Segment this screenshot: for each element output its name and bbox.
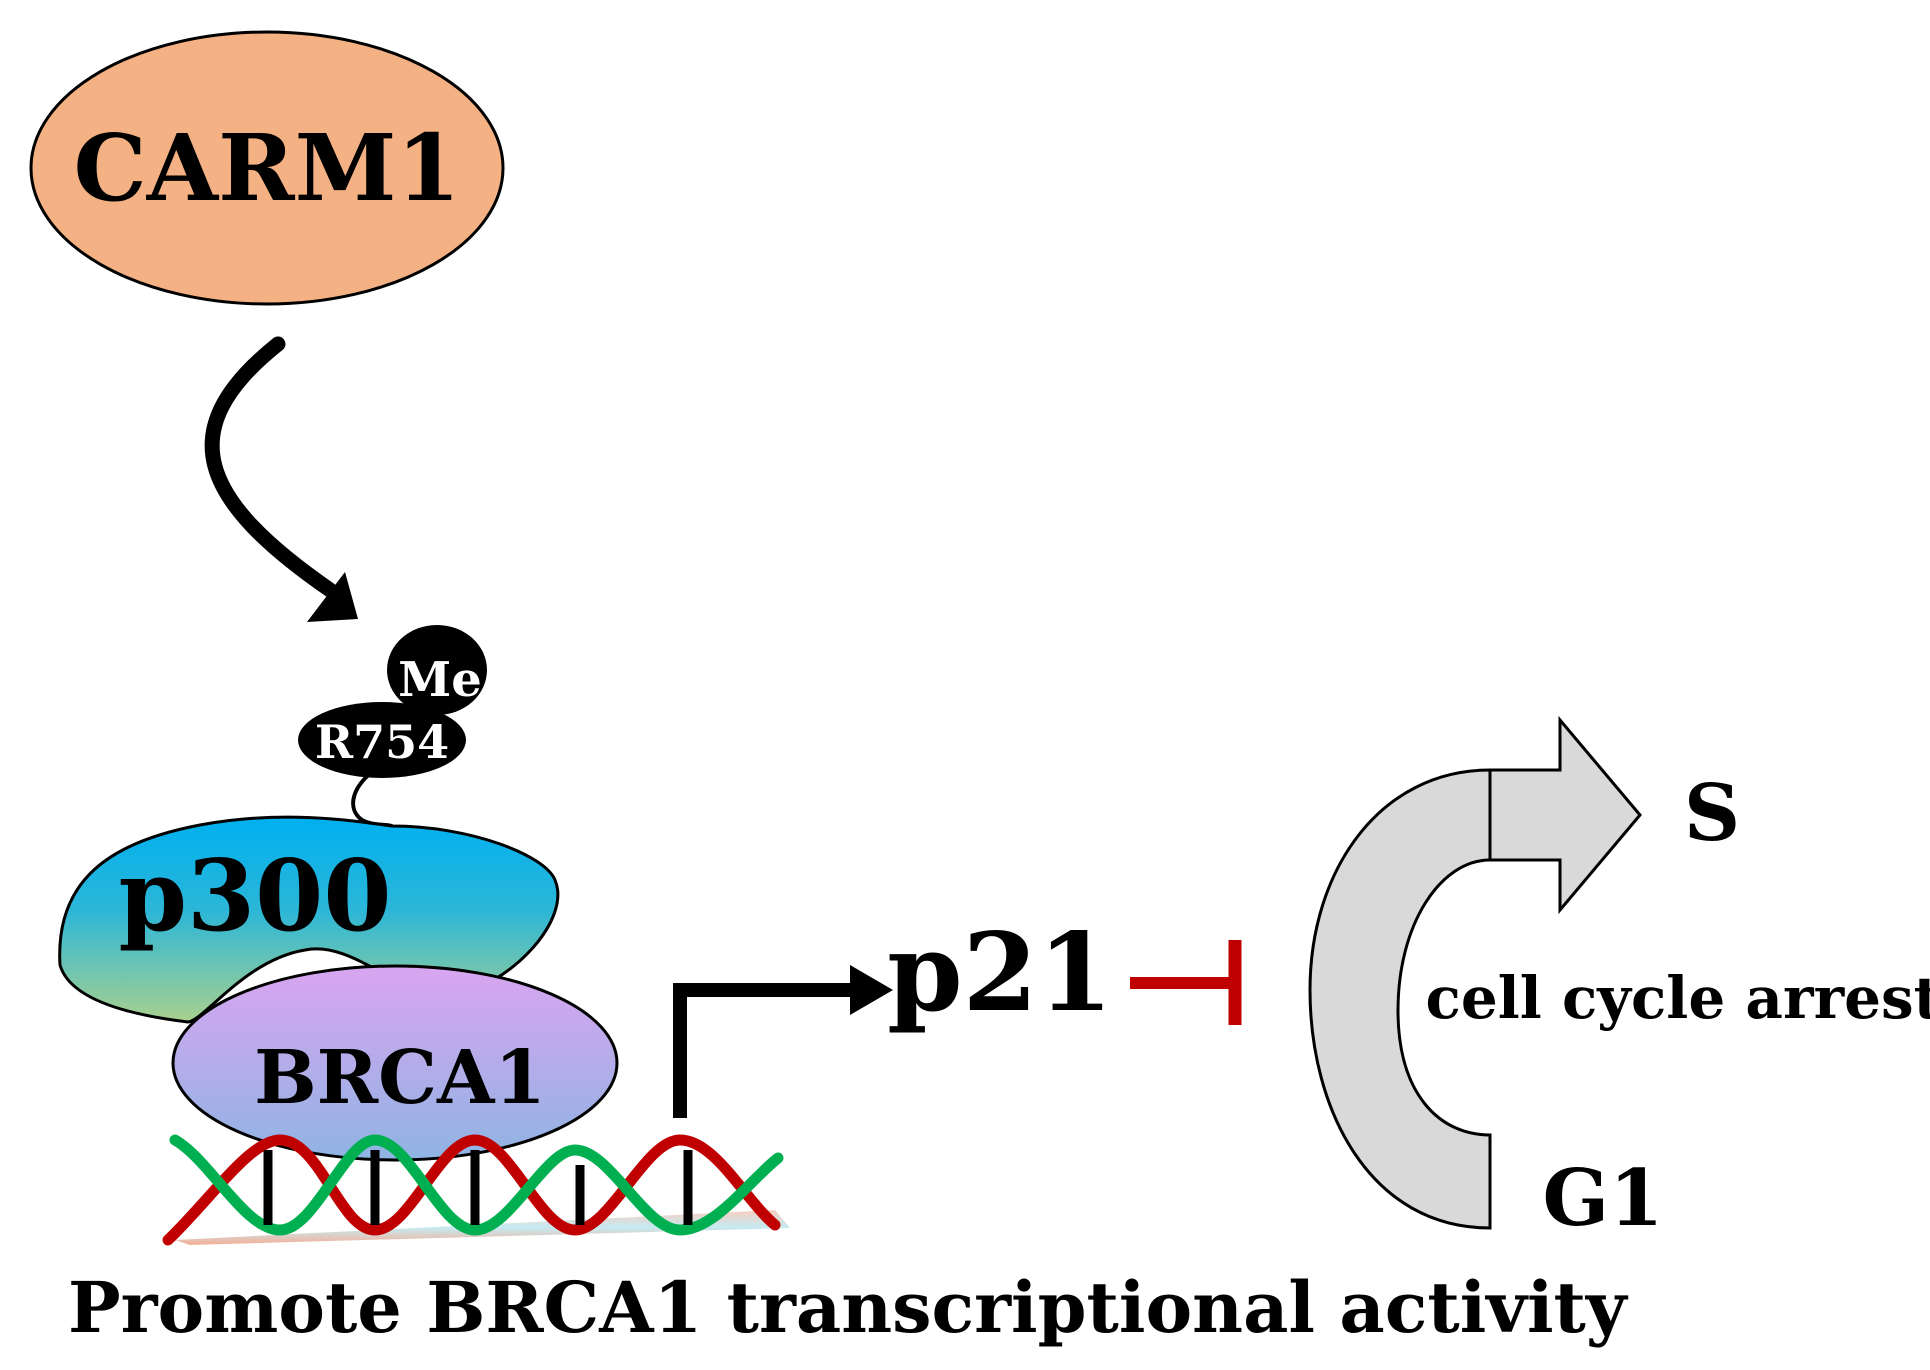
brca1-node bbox=[171, 964, 619, 1162]
g1-phase-label: G1 bbox=[1543, 1153, 1664, 1244]
cell-cycle-arrow bbox=[1308, 715, 1642, 1230]
diagram-caption: Promote BRCA1 transcriptional activity bbox=[68, 1266, 1629, 1349]
methylation-arrow bbox=[204, 336, 338, 598]
inhibition-symbol bbox=[1130, 940, 1242, 1025]
me-label: Me bbox=[398, 652, 482, 708]
carm1-label: CARM1 bbox=[74, 114, 461, 222]
brca1-label: BRCA1 bbox=[254, 1035, 546, 1121]
carm1-node bbox=[29, 30, 505, 306]
p21-label: p21 bbox=[887, 910, 1113, 1036]
cell-cycle-arrest-label: cell cycle arrest bbox=[1426, 964, 1930, 1032]
r754-label: R754 bbox=[315, 715, 449, 769]
residue-tether bbox=[351, 770, 393, 828]
methylation-arrowhead bbox=[307, 572, 358, 622]
methyl-group-badge bbox=[387, 625, 487, 715]
r754-residue-badge bbox=[298, 702, 466, 778]
p300-label: p300 bbox=[118, 839, 391, 954]
transcription-arrowhead bbox=[850, 965, 893, 1015]
dna-helix bbox=[162, 1134, 790, 1246]
s-phase-label: S bbox=[1684, 768, 1740, 859]
transcription-arrow bbox=[673, 983, 858, 1118]
